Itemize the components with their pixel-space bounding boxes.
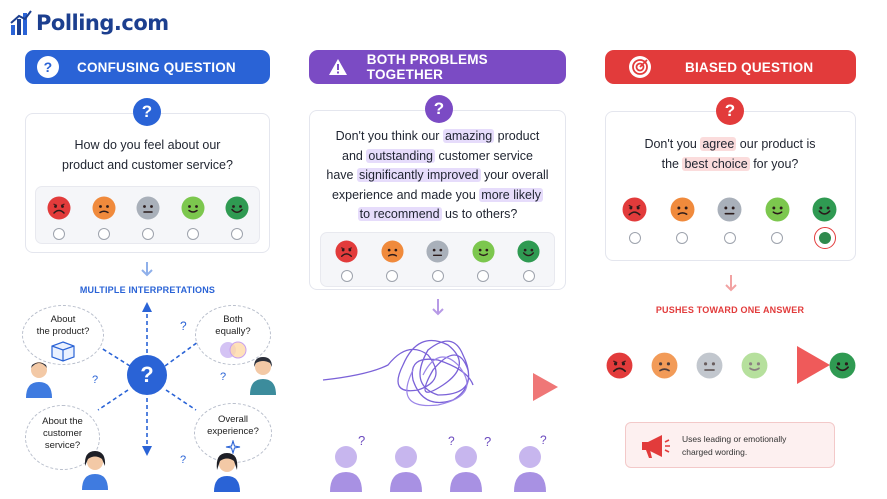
svg-text:?: ?	[180, 319, 187, 333]
multiple-interpretations-caption: MULTIPLE INTERPRETATIONS	[79, 285, 216, 295]
rating-radio-very-happy[interactable]	[231, 228, 243, 240]
unhappy-face-icon	[92, 196, 116, 220]
happy-face-icon	[471, 240, 495, 263]
person-thinking-icon	[26, 362, 52, 398]
target-icon	[629, 56, 651, 78]
biased-question-text: Don't you agree our product is the best …	[644, 137, 816, 171]
rating-radio-neutral[interactable]	[431, 270, 444, 282]
svg-text:?: ?	[484, 434, 491, 449]
brand-name: Polling.com	[36, 11, 169, 35]
unhappy-face-icon	[380, 240, 404, 263]
tangled-arrow	[322, 339, 558, 407]
very-happy-face-icon	[225, 196, 249, 220]
rating-radio-happy[interactable]	[771, 232, 783, 244]
happy-face-icon	[181, 196, 205, 220]
biased-question-banner: BIASED QUESTION	[605, 50, 856, 84]
megaphone-icon	[642, 435, 670, 458]
rating-radio-happy[interactable]	[186, 228, 199, 240]
happy-face-icon	[741, 352, 768, 379]
bubble-both-equally: Both equally?	[195, 305, 271, 365]
neutral-face-icon	[696, 352, 723, 379]
rating-radio-very-unhappy[interactable]	[53, 228, 65, 240]
svg-text:?: ?	[180, 454, 186, 466]
rating-radio-very-unhappy[interactable]	[340, 270, 353, 282]
rating-radio-very-happy[interactable]	[522, 270, 535, 282]
person-thinking-icon	[82, 451, 108, 490]
leading-wording-note: Uses leading or emotionally charged word…	[625, 422, 835, 468]
bubble-overall-experience: Overall experience?	[194, 403, 272, 463]
rating-radio-neutral[interactable]	[142, 228, 154, 240]
rating-radio-very-unhappy[interactable]	[628, 232, 641, 244]
very-happy-face-icon	[812, 197, 837, 222]
venn-icon	[220, 341, 247, 359]
question-mark-icon: ?	[716, 97, 744, 125]
warning-icon	[327, 56, 349, 78]
person-thinking-icon	[214, 453, 240, 492]
svg-text:?: ?	[358, 433, 365, 448]
very-happy-face-icon	[829, 352, 856, 379]
banner-title: CONFUSING QUESTION	[77, 59, 236, 75]
box-icon	[51, 341, 75, 362]
sparkle-icon	[225, 440, 241, 454]
neutral-face-icon	[426, 240, 449, 263]
neutral-face-icon	[136, 196, 160, 220]
pushes-toward-caption: PUSHES TOWARD ONE ANSWER	[655, 305, 805, 315]
happy-face-icon	[765, 197, 790, 222]
arrow-down-icon	[725, 275, 737, 292]
very-unhappy-face-icon	[606, 352, 633, 379]
svg-text:?: ?	[92, 374, 98, 386]
rating-radio-unhappy[interactable]	[386, 270, 398, 282]
bubble-about-product: About the product?	[22, 305, 104, 365]
svg-text:?: ?	[540, 433, 547, 447]
person-thinking-icon	[250, 357, 276, 395]
central-question-icon: ?	[127, 355, 167, 395]
both-problems-question-text: Don't you think our amazing product and …	[326, 129, 549, 221]
rating-radio-unhappy[interactable]	[97, 228, 110, 240]
confused-people-group: ? ? ? ?	[330, 433, 547, 492]
unhappy-face-icon	[670, 197, 695, 222]
arrow-down-icon	[432, 299, 444, 316]
rating-radio-very-happy[interactable]	[813, 227, 836, 249]
very-unhappy-face-icon	[335, 240, 358, 263]
rating-radio-happy[interactable]	[477, 270, 489, 282]
very-unhappy-face-icon	[47, 196, 71, 220]
rating-radio-unhappy[interactable]	[676, 232, 688, 244]
arrow-down-icon	[141, 262, 153, 277]
confusing-question-text: How do you feel about our product and cu…	[62, 138, 233, 172]
neutral-face-icon	[717, 197, 742, 222]
banner-title: BOTH PROBLEMS TOGETHER	[366, 52, 488, 82]
question-mark-icon: ?	[425, 95, 453, 123]
bar-chart-logo-icon	[10, 10, 32, 35]
rating-radio-neutral[interactable]	[723, 232, 736, 244]
unhappy-face-icon	[651, 352, 678, 379]
confusing-question-banner: ? CONFUSING QUESTION	[25, 50, 270, 84]
banner-title: BIASED QUESTION	[685, 59, 814, 75]
svg-text:?: ?	[448, 434, 455, 448]
question-mark-icon: ?	[133, 98, 161, 126]
svg-text:?: ?	[220, 371, 226, 383]
brand-logo: Polling.com	[10, 10, 169, 36]
question-mark-icon: ?	[37, 56, 59, 78]
very-unhappy-face-icon	[622, 197, 647, 222]
both-problems-banner: BOTH PROBLEMS TOGETHER	[309, 50, 566, 84]
very-happy-face-icon	[517, 240, 540, 263]
